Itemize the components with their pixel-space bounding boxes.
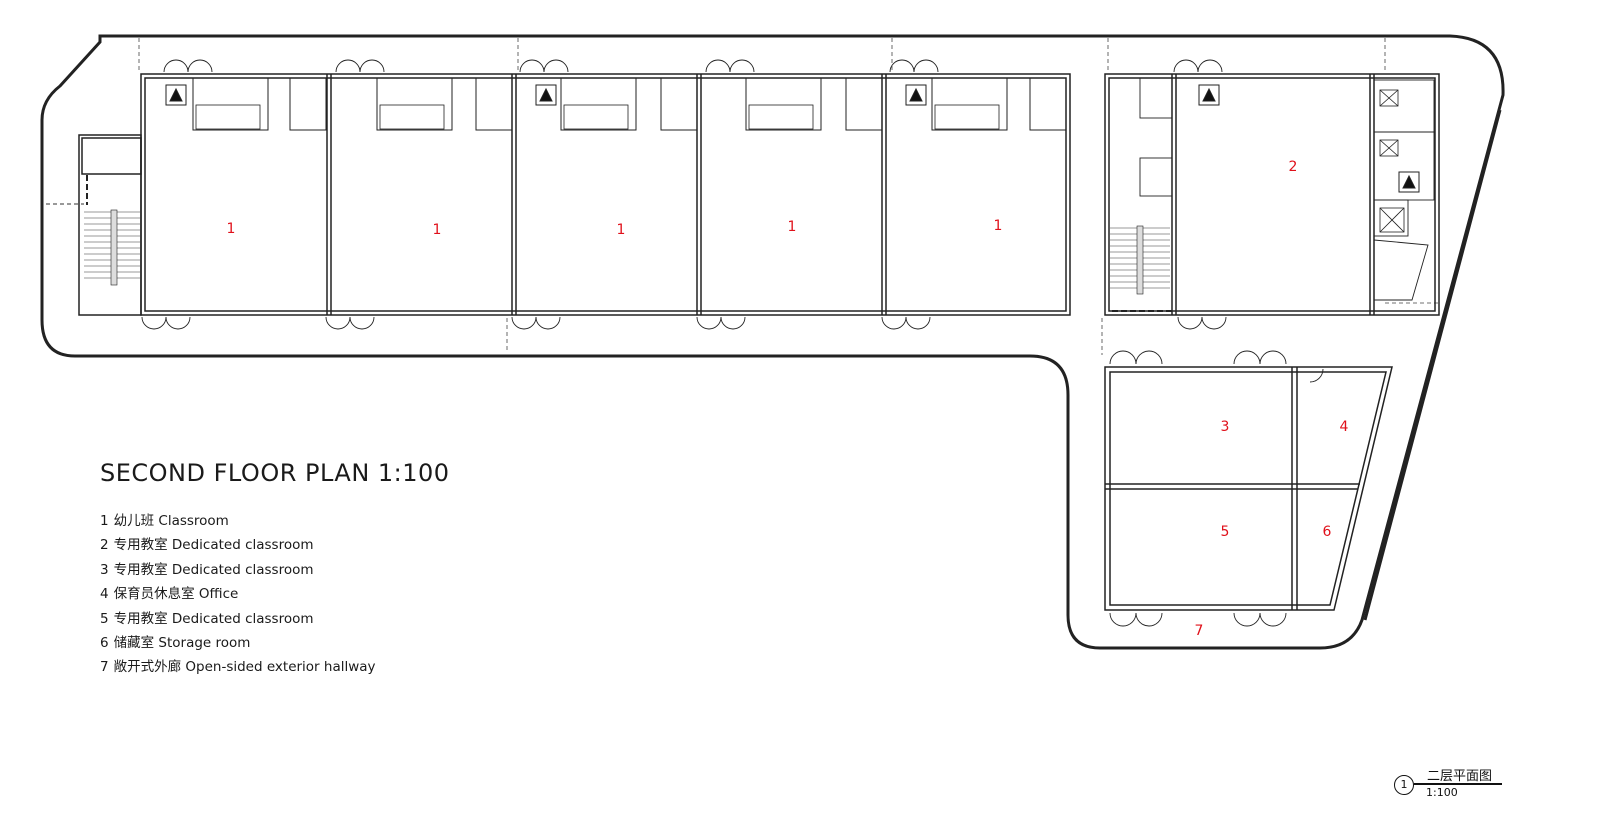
- east-lower-block: [1104, 366, 1393, 611]
- room-label-1b: 1: [432, 222, 442, 238]
- drawing-number: 1: [1394, 775, 1414, 795]
- room-label-6: 6: [1322, 524, 1332, 540]
- plan-title: SECOND FLOOR PLAN 1:100: [100, 459, 450, 487]
- room-label-5: 5: [1220, 524, 1230, 540]
- stair-west: [84, 209, 140, 286]
- west-block: [78, 73, 1071, 316]
- triangle-markers: [165, 84, 1420, 193]
- room-label-1e: 1: [993, 218, 1003, 234]
- room-label-3: 3: [1220, 419, 1230, 435]
- room-label-2: 2: [1288, 159, 1298, 175]
- scale-underline: [1414, 783, 1502, 785]
- door-swings-west: [141, 59, 939, 330]
- site-boundary: [40, 34, 1505, 650]
- room-label-1c: 1: [616, 222, 626, 238]
- door-swings-east-upper: [1173, 59, 1227, 330]
- room-label-1a: 1: [226, 221, 236, 237]
- axis-lines: [138, 38, 1440, 355]
- stair-east: [1110, 225, 1170, 295]
- elevator-icons: [1379, 89, 1405, 233]
- room-label-7: 7: [1194, 623, 1204, 639]
- east-upper-block: [1104, 73, 1440, 316]
- door-swings-east-lower: [1109, 350, 1324, 627]
- drawing-scale-ratio: 1:100: [1426, 786, 1458, 799]
- toilet-blocks: [192, 77, 1067, 131]
- room-label-1d: 1: [787, 219, 797, 235]
- east-boundary-line: [1363, 109, 1502, 621]
- room-label-4: 4: [1339, 419, 1349, 435]
- toilet-stalls: [195, 104, 1000, 130]
- drawing-title-cn: 二层平面图: [1427, 769, 1493, 784]
